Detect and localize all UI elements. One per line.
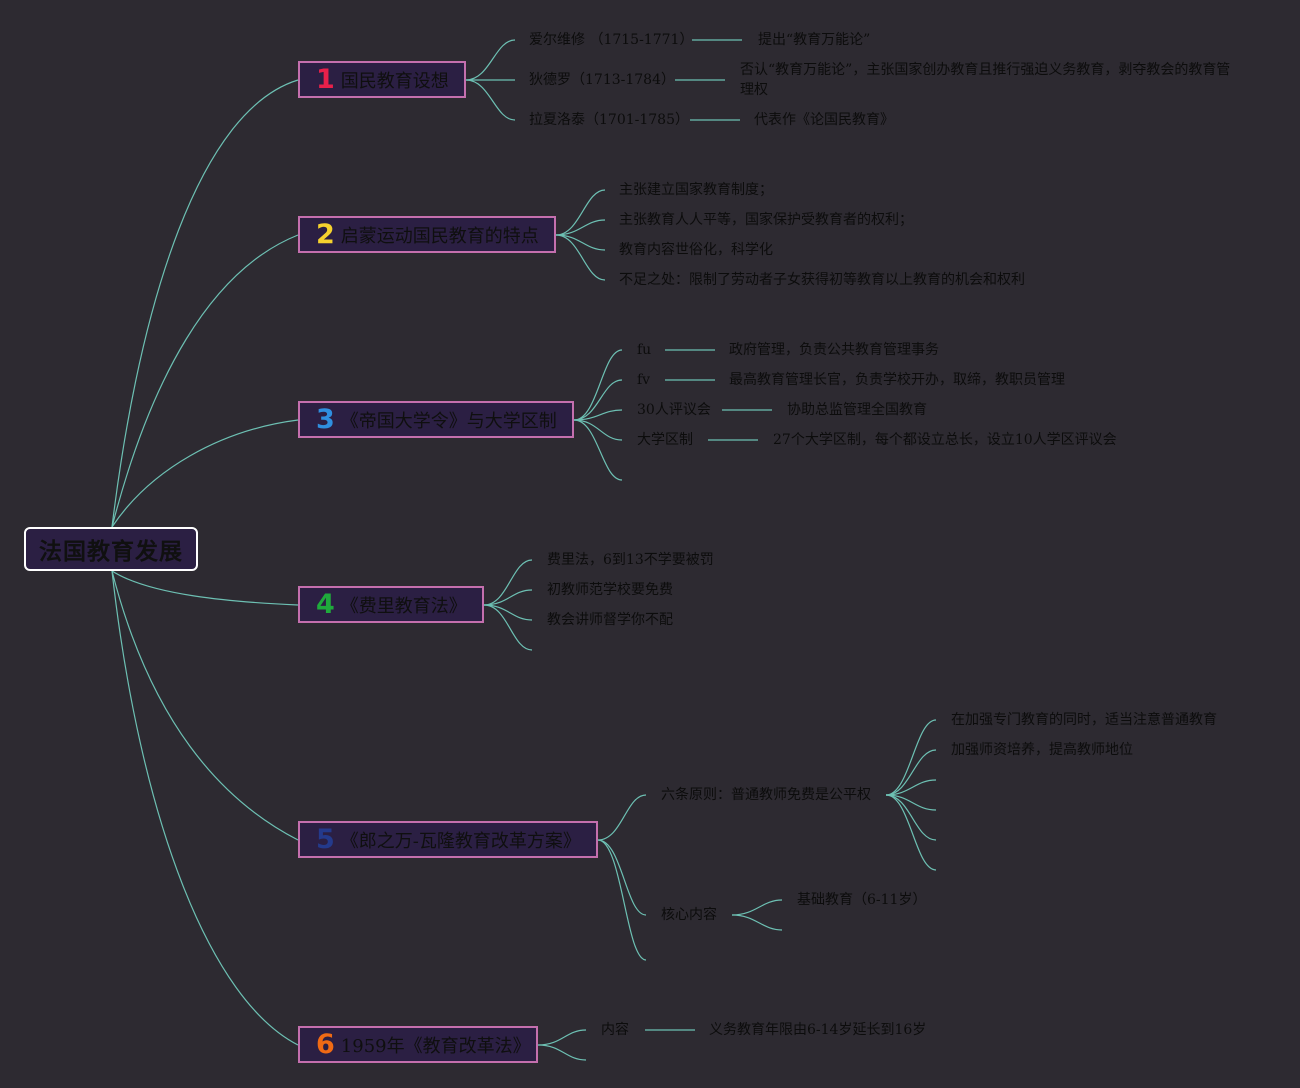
list-item-detail[interactable]: 最高教育管理长官，负责学校开办，取缔，教职员管理 — [729, 372, 1065, 388]
branch-number: 2 — [316, 219, 335, 250]
list-item-detail[interactable]: 否认“教育万能论”，主张国家创办教育且推行强迫义务教育，剥夺教会的教育管理权 — [740, 62, 1231, 98]
list-item[interactable]: 教育内容世俗化，科学化 — [619, 242, 773, 258]
branch-number: 4 — [316, 589, 335, 620]
list-item-detail[interactable]: 政府管理，负责公共教育管理事务 — [729, 342, 939, 358]
connector-root-b2 — [111, 234, 299, 528]
list-item[interactable]: 教会讲师督学你不配 — [547, 612, 673, 628]
list-item[interactable]: 不足之处：限制了劳动者子女获得初等教育以上教育的机会和权利 — [619, 272, 1025, 288]
branch-number: 3 — [316, 404, 335, 435]
list-item[interactable]: 狄德罗（1713-1784） — [529, 72, 675, 88]
branch-title: 启蒙运动国民教育的特点 — [340, 225, 539, 247]
connector-root-b6 — [111, 570, 299, 1046]
list-item-detail[interactable]: 义务教育年限由6-14岁延长到16岁 — [709, 1022, 927, 1038]
connector-root-b4 — [111, 570, 299, 606]
list-item[interactable]: 初教师范学校要免费 — [547, 582, 673, 598]
branch-6[interactable]: 6 1959年《教育改革法》 — [298, 1026, 538, 1063]
branch-1[interactable]: 1 国民教育设想 — [298, 61, 466, 98]
list-item[interactable]: 爱尔维修 （1715-1771） — [529, 32, 694, 48]
list-item-detail[interactable]: 协助总监管理全国教育 — [787, 402, 927, 418]
list-item-child[interactable]: 在加强专门教育的同时，适当注意普通教育 — [951, 712, 1217, 728]
branch-title: 《帝国大学令》与大学区制 — [340, 410, 557, 432]
branch-number: 5 — [316, 824, 335, 855]
list-item[interactable]: 大学区制 — [637, 432, 693, 448]
branch-title: 《郎之万-瓦隆教育改革方案》 — [340, 830, 581, 852]
branch-3[interactable]: 3 《帝国大学令》与大学区制 — [298, 401, 574, 438]
connector-root-b5 — [111, 570, 299, 841]
list-item-detail[interactable]: 27个大学区制，每个都设立总长，设立10人学区评议会 — [773, 432, 1117, 448]
list-item[interactable]: 主张教育人人平等，国家保护受教育者的权利； — [619, 212, 913, 228]
list-item[interactable]: 核心内容 — [661, 907, 717, 923]
list-item[interactable]: fv — [637, 372, 651, 388]
branch-2[interactable]: 2 启蒙运动国民教育的特点 — [298, 216, 556, 253]
connector-root-b1 — [111, 79, 299, 528]
list-item[interactable]: 内容 — [601, 1022, 629, 1038]
branch-title: 《费里教育法》 — [340, 595, 467, 617]
branch-title: 国民教育设想 — [340, 70, 449, 92]
branch-number: 1 — [316, 64, 335, 95]
list-item-child[interactable]: 基础教育（6-11岁） — [797, 892, 927, 908]
branch-title: 1959年《教育改革法》 — [340, 1035, 531, 1057]
root-node[interactable]: 法国教育发展 — [24, 527, 198, 571]
list-item[interactable]: 主张建立国家教育制度； — [619, 182, 773, 198]
connector-root-b3 — [111, 419, 299, 528]
list-item[interactable]: 30人评议会 — [637, 402, 711, 418]
branch-5[interactable]: 5 《郎之万-瓦隆教育改革方案》 — [298, 821, 598, 858]
list-item[interactable]: fu — [637, 342, 652, 358]
list-item-detail[interactable]: 代表作《论国民教育》 — [754, 112, 894, 128]
list-item[interactable]: 拉夏洛泰（1701-1785） — [529, 112, 689, 128]
branch-number: 6 — [316, 1029, 335, 1060]
list-item-detail[interactable]: 提出“教育万能论” — [758, 32, 871, 48]
branch-4[interactable]: 4 《费里教育法》 — [298, 586, 484, 623]
list-item[interactable]: 六条原则：普通教师免费是公平权 — [661, 787, 871, 803]
list-item[interactable]: 费里法，6到13不学要被罚 — [547, 552, 714, 568]
list-item-child[interactable]: 加强师资培养，提高教师地位 — [951, 742, 1133, 758]
